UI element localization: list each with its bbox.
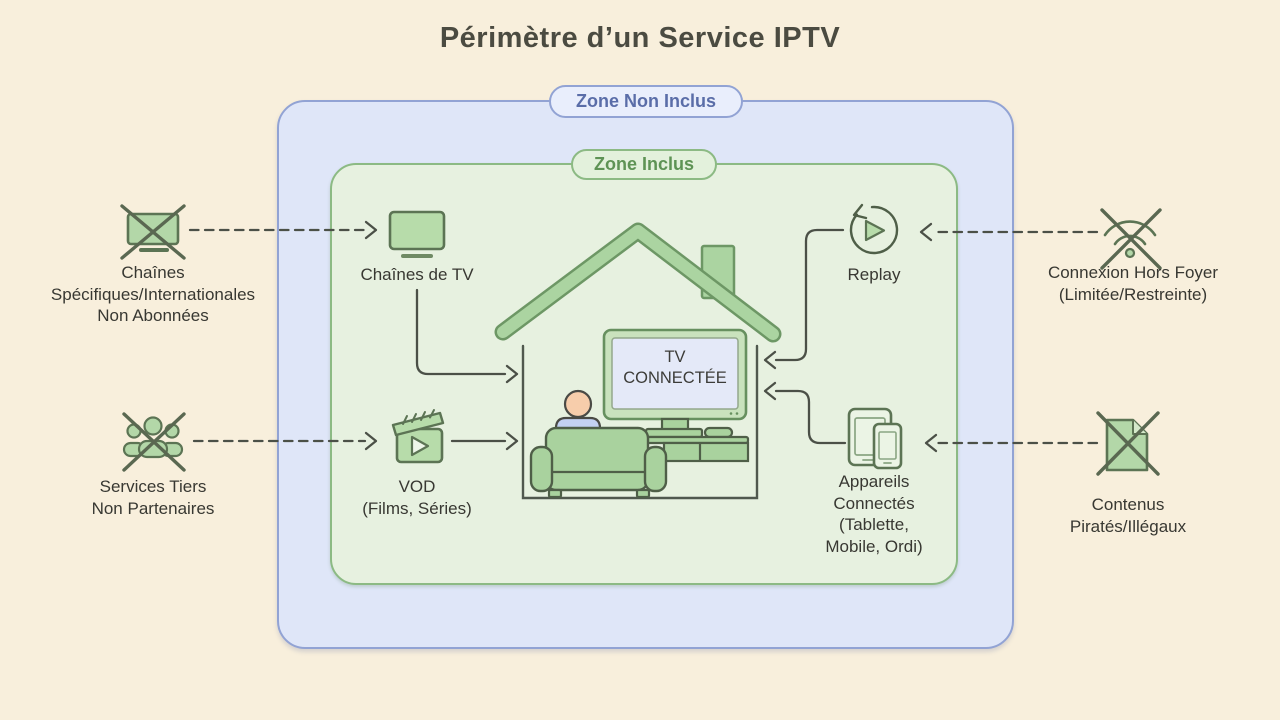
crossed-tv-icon [120, 204, 186, 260]
dashed-arrow-foreign-channels [188, 220, 378, 240]
crossed-wifi-icon [1100, 208, 1162, 270]
dashed-arrow-third-party [192, 431, 378, 451]
connector-devices-to-tv [763, 381, 847, 445]
connector-replay-to-tv [763, 228, 845, 370]
tv-connectee-label: TV CONNECTÉE [623, 348, 727, 387]
remote-control [703, 426, 734, 439]
couch [529, 426, 668, 499]
house-illustration [494, 222, 782, 500]
replay-circular-arrow-icon [849, 203, 899, 255]
dashed-arrow-pirated [924, 433, 1099, 453]
clapperboard-play-icon [391, 409, 445, 464]
tv-led [735, 412, 739, 415]
connector-channels-to-house [415, 288, 519, 384]
person-head [563, 389, 593, 419]
dashed-arrow-out-of-home [919, 222, 1099, 242]
label-replay: Replay [847, 265, 901, 284]
connector-vod-to-house [450, 431, 519, 451]
zone-inclus-label: Zone Inclus [571, 149, 717, 180]
roof [497, 225, 779, 340]
label-contenus-pirates: Contenus Piratés/Illégaux [1069, 495, 1187, 536]
zone-non-inclus-label: Zone Non Inclus [549, 85, 743, 118]
tv-cabinet [662, 441, 750, 463]
label-services-tiers: Services Tiers Non Partenaires [91, 477, 215, 518]
label-connexion-hors-foyer: Connexion Hors Foyer (Limitée/Restreinte… [1047, 263, 1219, 304]
tv-stand-base [644, 427, 704, 439]
crossed-document-icon [1096, 411, 1160, 476]
tablet-phone-icon [847, 407, 903, 470]
tv-led [729, 412, 733, 415]
label-chaines-specifiques: Chaînes Spécifiques/Internationales Non … [50, 263, 256, 325]
label-vod: VOD (Films, Séries) [362, 477, 472, 518]
label-appareils-connectes: Appareils Connectés (Tablette, Mobile, O… [825, 472, 923, 556]
page-title: Périmètre d’un Service IPTV [439, 22, 841, 54]
tv-icon [388, 210, 446, 258]
tv-screen [611, 337, 739, 410]
label-chaines-de-tv: Chaînes de TV [360, 265, 474, 284]
crossed-users-icon [122, 412, 186, 472]
